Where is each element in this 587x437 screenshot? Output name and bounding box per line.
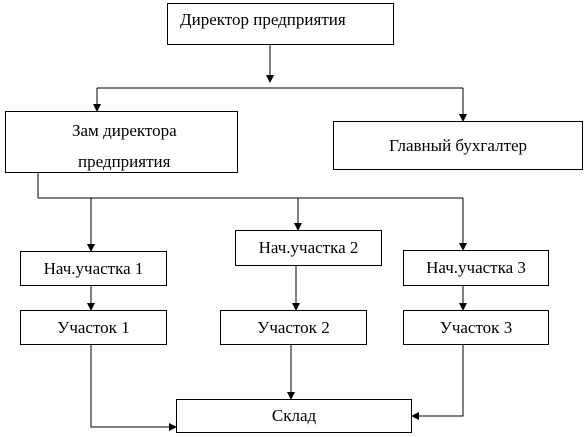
node-section-1: Участок 1 xyxy=(20,310,167,345)
arrow-section1-to-warehouse xyxy=(90,345,177,431)
node-deputy-director: Зам директора предприятия xyxy=(5,111,238,173)
node-director-label: Директор предприятия xyxy=(180,10,346,29)
node-director: Директор предприятия xyxy=(167,3,394,45)
node-section-3: Участок 3 xyxy=(403,310,549,345)
node-warehouse: Склад xyxy=(176,399,412,433)
node-head2-label: Нач.участка 2 xyxy=(258,238,359,257)
node-deputy-line2: предприятия xyxy=(78,152,171,171)
node-deputy-line1: Зам директора xyxy=(72,121,177,140)
node-chief-accountant: Главный бухгалтер xyxy=(333,121,583,170)
arrow-section3-to-warehouse xyxy=(411,345,464,420)
node-head3-label: Нач.участка 3 xyxy=(426,258,526,277)
node-accountant-label: Главный бухгалтер xyxy=(388,135,528,155)
node-head-section-3: Нач.участка 3 xyxy=(403,250,549,286)
node-section2-label: Участок 2 xyxy=(257,317,330,337)
node-warehouse-label: Склад xyxy=(271,406,317,425)
node-head-section-2: Нач.участка 2 xyxy=(235,230,382,266)
node-head-section-1: Нач.участка 1 xyxy=(20,251,167,286)
node-head1-label: Нач.участка 1 xyxy=(43,258,144,278)
node-section-2: Участок 2 xyxy=(220,310,367,345)
node-section1-label: Участок 1 xyxy=(57,317,130,337)
node-section3-label: Участок 3 xyxy=(439,317,513,337)
